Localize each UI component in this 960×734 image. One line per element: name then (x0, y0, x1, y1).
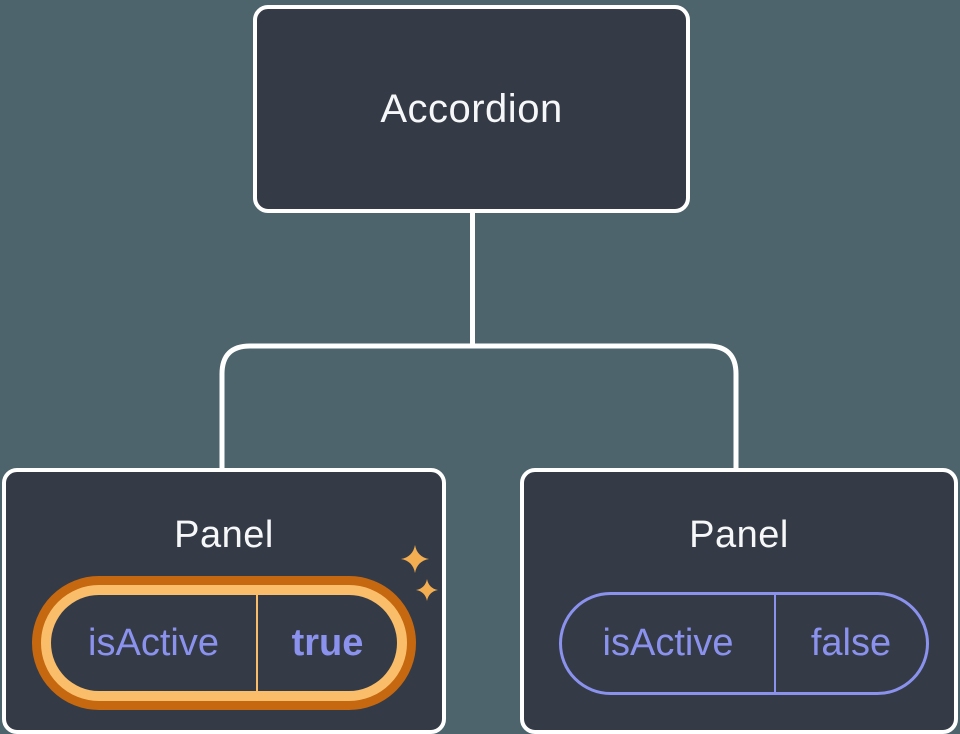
accordion-node: Accordion (253, 5, 690, 213)
pill-divider (774, 595, 776, 692)
sparkle-icon (401, 545, 438, 601)
state-value-label: true (291, 621, 364, 664)
state-key-label: isActive (602, 622, 734, 664)
accordion-label: Accordion (380, 86, 563, 131)
panel-node-inactive: Panel isActive false (520, 468, 958, 734)
state-pill-active: isActive true (32, 576, 416, 710)
state-pill-active-inner: isActive true (51, 595, 397, 691)
panel-node-active: Panel isActive true (2, 468, 446, 734)
panel-label: Panel (174, 514, 274, 556)
state-key-label: isActive (88, 621, 219, 664)
panel-label: Panel (689, 514, 789, 556)
state-pill-inactive: isActive false (559, 592, 929, 695)
state-value-label: false (810, 622, 892, 664)
pill-divider (256, 595, 258, 691)
